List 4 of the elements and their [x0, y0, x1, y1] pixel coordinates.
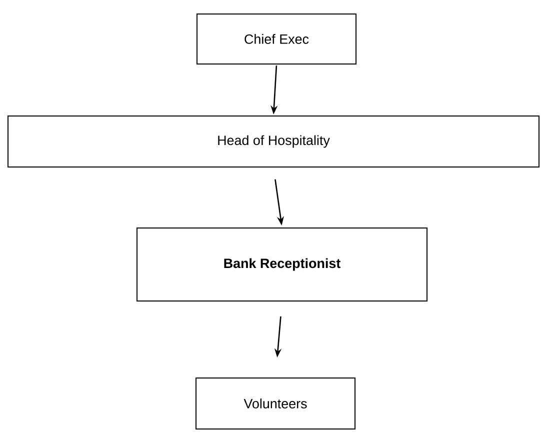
role-box: Volunteers [196, 377, 356, 430]
role-box: Chief Exec [196, 14, 356, 64]
role-box: Head of Hospitality [8, 115, 540, 168]
role-box: Bank Receptionist [136, 227, 428, 302]
